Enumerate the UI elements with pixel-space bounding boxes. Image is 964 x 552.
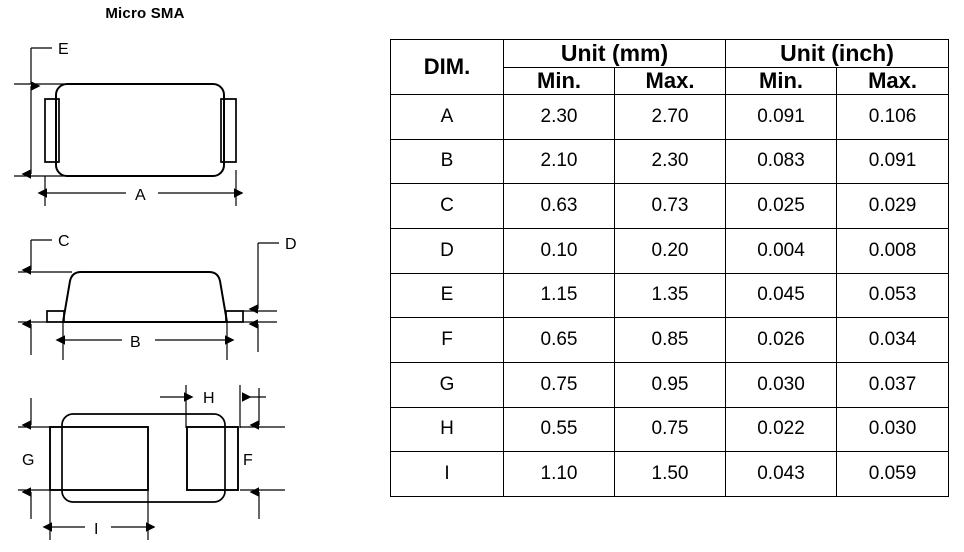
mm-max-cell: 1.35 <box>613 272 727 319</box>
header-mm-min: Min. <box>503 67 615 95</box>
inch-min-cell: 0.022 <box>725 406 838 453</box>
mm-max-cell: 0.73 <box>613 183 727 229</box>
package-drawings: E A C <box>14 41 297 540</box>
inch-max-cell: 0.053 <box>836 272 950 319</box>
dim-label-H: H <box>203 390 215 407</box>
inch-min-cell: 0.025 <box>725 183 838 229</box>
dimensions-table: DIM. Unit (mm) Unit (inch) Min. Max. Min… <box>390 39 950 497</box>
dimensions-table-wrapper: DIM. Unit (mm) Unit (inch) Min. Max. Min… <box>390 39 950 497</box>
inch-max-cell: 0.037 <box>836 361 950 408</box>
page-title: Micro SMA <box>105 5 185 22</box>
inch-min-cell: 0.045 <box>725 272 838 319</box>
inch-min-cell: 0.091 <box>725 94 838 140</box>
inch-min-cell: 0.030 <box>725 361 838 408</box>
header-unit-inch: Unit (inch) <box>725 39 950 68</box>
dim-label-A: A <box>135 187 146 204</box>
dimension-cell: H <box>390 406 504 453</box>
dimension-cell: F <box>390 317 504 363</box>
header-inch-max: Max. <box>836 67 950 95</box>
inch-min-cell: 0.004 <box>725 227 838 274</box>
dimension-cell: D <box>390 227 504 274</box>
mm-min-cell: 0.75 <box>503 361 615 408</box>
inch-min-cell: 0.043 <box>725 451 838 497</box>
mm-min-cell: 0.65 <box>503 317 615 363</box>
mm-min-cell: 1.15 <box>503 272 615 319</box>
dim-label-D: D <box>285 236 297 253</box>
mm-min-cell: 2.30 <box>503 94 615 140</box>
dim-label-I: I <box>94 521 98 538</box>
mm-max-cell: 0.85 <box>613 317 727 363</box>
table-header-row-units: DIM. Unit (mm) Unit (inch) <box>390 39 950 95</box>
inch-min-cell: 0.026 <box>725 317 838 363</box>
dim-label-F: F <box>243 452 253 469</box>
inch-max-cell: 0.034 <box>836 317 950 363</box>
dim-label-G: G <box>22 452 34 469</box>
header-mm-max: Max. <box>613 67 727 95</box>
dimension-cell: E <box>390 272 504 319</box>
mm-min-cell: 0.63 <box>503 183 615 229</box>
inch-max-cell: 0.059 <box>836 451 950 497</box>
inch-max-cell: 0.029 <box>836 183 950 229</box>
mm-min-cell: 2.10 <box>503 138 615 185</box>
dimension-cell: A <box>390 94 504 140</box>
dim-label-E: E <box>58 41 69 58</box>
top-view-graphic: E A <box>14 41 244 206</box>
dimension-cell: G <box>390 361 504 408</box>
dimension-cell: B <box>390 138 504 185</box>
mm-min-cell: 0.55 <box>503 406 615 453</box>
mm-max-cell: 1.50 <box>613 451 727 497</box>
header-inch-min: Min. <box>725 67 838 95</box>
dim-label-C: C <box>58 233 70 250</box>
mm-max-cell: 2.70 <box>613 94 727 140</box>
dim-label-B: B <box>130 334 141 351</box>
mm-min-cell: 0.10 <box>503 227 615 274</box>
inch-max-cell: 0.091 <box>836 138 950 185</box>
dimension-cell: I <box>390 451 504 497</box>
mm-max-cell: 0.75 <box>613 406 727 453</box>
mm-max-cell: 0.95 <box>613 361 727 408</box>
header-dim: DIM. <box>390 39 504 95</box>
mm-max-cell: 0.20 <box>613 227 727 274</box>
bottom-view-graphic: G H F I <box>18 385 285 540</box>
table-header-row-minmax: Min. Max. Min. Max. <box>391 67 950 95</box>
inch-max-cell: 0.008 <box>836 227 950 274</box>
dimension-cell: C <box>390 183 504 229</box>
inch-max-cell: 0.106 <box>836 94 950 140</box>
side-view-graphic: C B D <box>18 233 297 360</box>
inch-min-cell: 0.083 <box>725 138 838 185</box>
inch-max-cell: 0.030 <box>836 406 950 453</box>
mm-min-cell: 1.10 <box>503 451 615 497</box>
mm-max-cell: 2.30 <box>613 138 727 185</box>
header-unit-mm: Unit (mm) <box>502 39 727 68</box>
